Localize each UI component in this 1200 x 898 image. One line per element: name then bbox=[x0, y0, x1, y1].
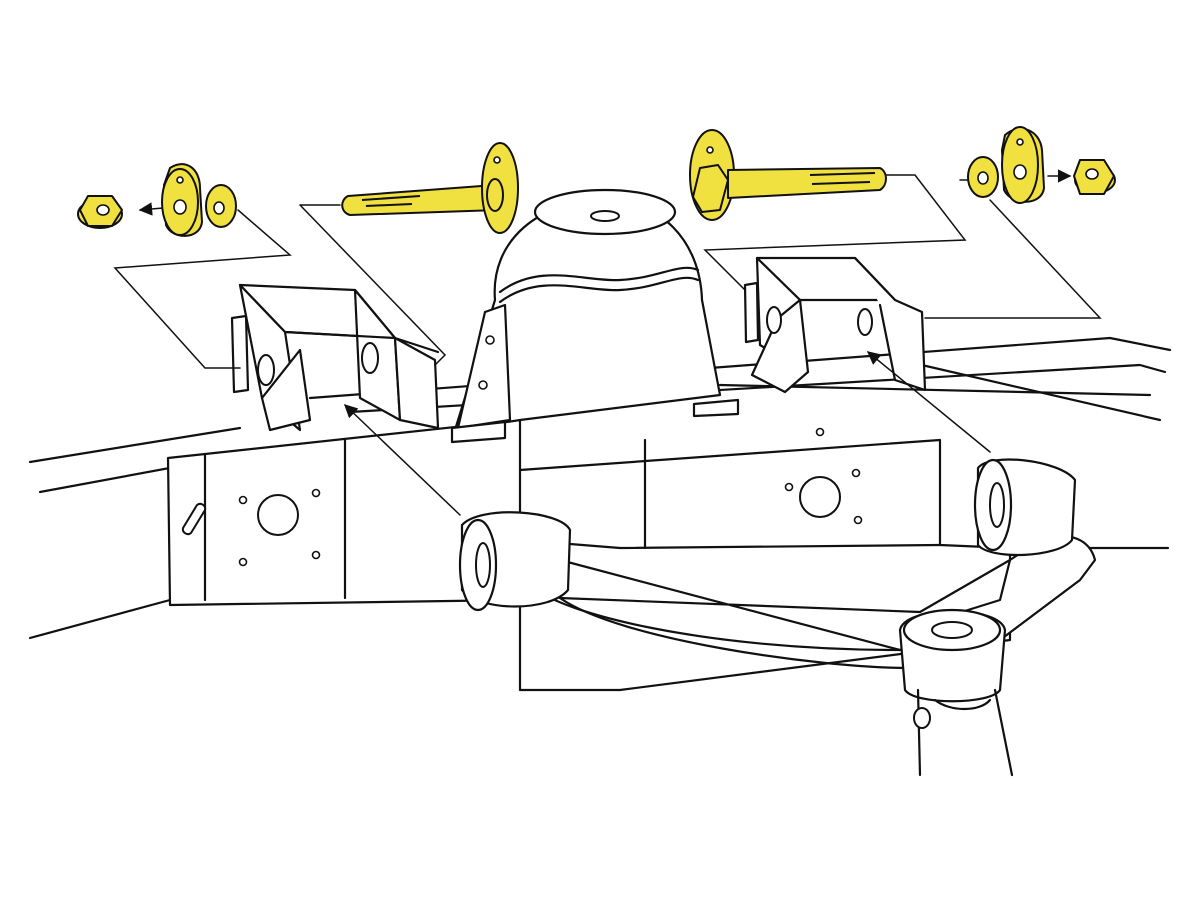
right-flange-nut bbox=[1073, 159, 1116, 195]
front-control-arm-bracket bbox=[743, 256, 927, 394]
left-cam-bolt bbox=[341, 142, 519, 234]
right-cam-bolt bbox=[689, 129, 887, 221]
left-flange-nut bbox=[77, 195, 123, 229]
left-nut-arrow bbox=[138, 202, 164, 216]
left-cam-washer bbox=[161, 163, 203, 237]
coil-spring-tower bbox=[450, 188, 740, 444]
right-plain-washer bbox=[967, 156, 999, 198]
ball-joint bbox=[898, 608, 1007, 703]
steering-knuckle bbox=[913, 688, 1014, 777]
exploded-view-guides bbox=[113, 174, 1102, 516]
left-plain-washer bbox=[205, 184, 237, 228]
rear-control-arm-bracket bbox=[230, 283, 440, 432]
right-cam-washer bbox=[1001, 126, 1045, 204]
